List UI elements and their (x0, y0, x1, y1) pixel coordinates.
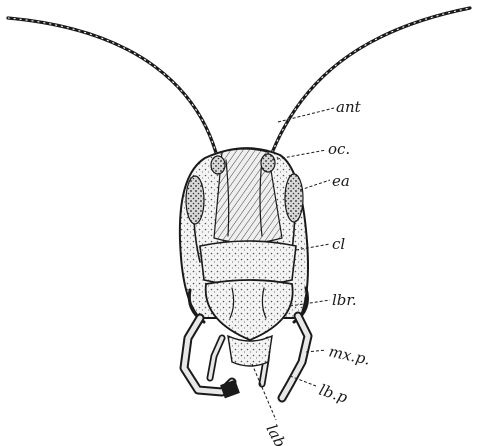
right-maxillary-palp (282, 316, 308, 398)
leader-eye (300, 180, 330, 190)
label-oc: oc. (328, 140, 350, 158)
label-lbp: lb.p (317, 381, 350, 407)
right-ocellus (261, 154, 275, 172)
left-labial-palp (210, 338, 222, 378)
left-compound-eye (186, 176, 204, 224)
right-compound-eye (285, 174, 303, 222)
label-lbr: lbr. (332, 291, 357, 309)
labium (228, 336, 272, 366)
right-antenna (270, 8, 470, 158)
left-antenna (8, 18, 218, 160)
leader-ant (278, 108, 334, 122)
left-ocellus (211, 156, 225, 174)
labrum (206, 280, 293, 340)
label-lab: lab. (262, 421, 291, 446)
label-mxp: mx.p. (327, 342, 372, 368)
label-ant: ant (336, 98, 362, 116)
label-eye: ea (332, 172, 350, 190)
label-cl: cl (332, 235, 345, 253)
clypeus (200, 241, 296, 285)
